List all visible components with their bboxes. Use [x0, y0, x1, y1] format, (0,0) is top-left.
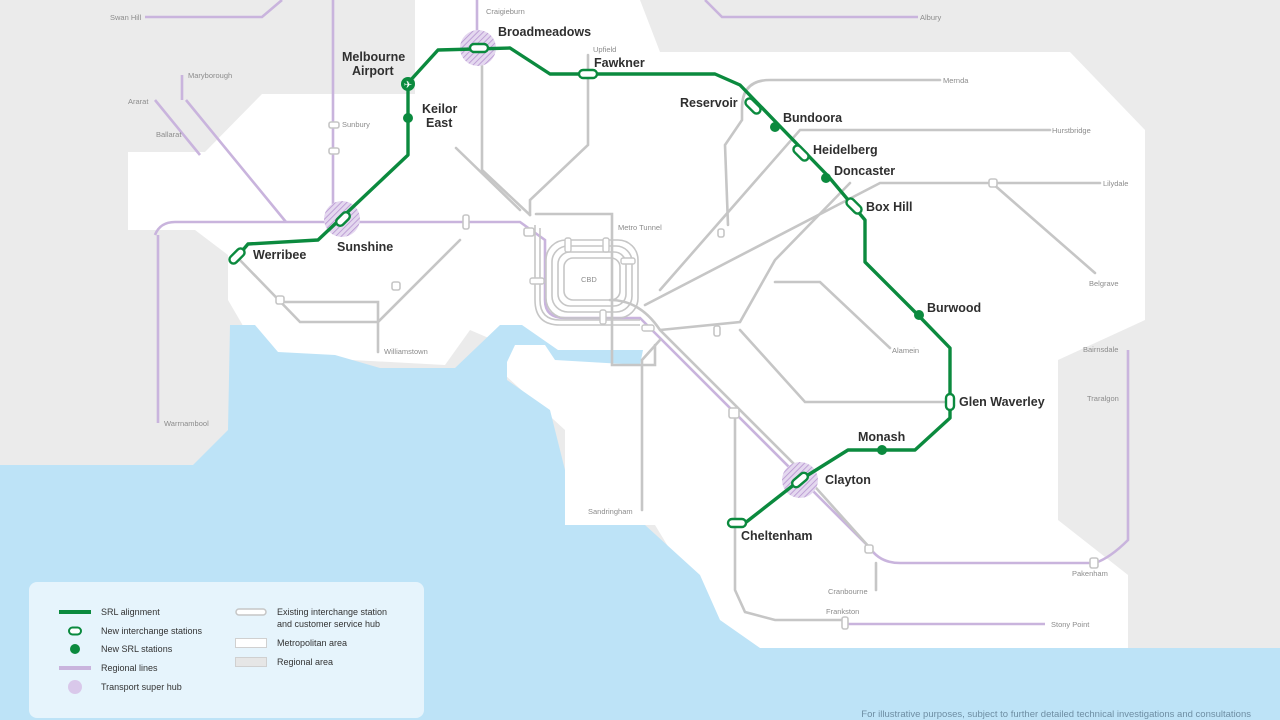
label-craigieburn: Craigieburn: [486, 7, 525, 16]
place-labels: Swan Hill Craigieburn Albury Upfield Mar…: [110, 7, 1128, 629]
interchange-glen-waverley: [944, 392, 956, 412]
label-clayton: Clayton: [825, 473, 871, 487]
regional-area-swatch: [235, 656, 267, 668]
map-legend: SRL alignment New interchange stations N…: [29, 582, 424, 718]
station-monash: [877, 445, 887, 455]
metro-lines: [235, 33, 1102, 622]
srl-station-labels: Broadmeadows Fawkner Melbourne Airport K…: [253, 25, 1045, 543]
label-warrnambool: Warrnambool: [164, 419, 209, 428]
interchange-broadmeadows: [468, 42, 490, 54]
label-metro-tunnel: Metro Tunnel: [618, 223, 662, 232]
label-keilor-east-line2: East: [426, 116, 453, 130]
legend-label: and customer service hub: [277, 619, 381, 629]
station-burwood: [914, 310, 924, 320]
melbourne-airport-station: ✈: [401, 77, 415, 91]
label-alamein: Alamein: [892, 346, 919, 355]
label-cheltenham: Cheltenham: [741, 529, 813, 543]
label-sunshine: Sunshine: [337, 240, 393, 254]
label-belgrave: Belgrave: [1089, 279, 1119, 288]
interchange-heidelberg: [792, 144, 810, 162]
existing-interchange-swatch: [235, 606, 267, 618]
legend-srl-alignment: SRL alignment: [59, 606, 160, 618]
station-bundoora: [770, 122, 780, 132]
interchange-cheltenham: [726, 517, 748, 529]
label-melbourne-airport-line2: Airport: [352, 64, 395, 78]
cbd-loop: [534, 225, 640, 326]
legend-regional-lines: Regional lines: [59, 662, 158, 674]
new-srl-stations: [403, 113, 924, 455]
label-heidelberg: Heidelberg: [813, 143, 878, 157]
label-hurstbridge: Hurstbridge: [1052, 126, 1091, 135]
legend-metropolitan-area: Metropolitan area: [235, 637, 347, 649]
disclaimer-text: For illustrative purposes, subject to fu…: [861, 709, 1251, 720]
label-glen-waverley: Glen Waverley: [959, 395, 1045, 409]
label-werribee: Werribee: [253, 248, 306, 262]
legend-label: New interchange stations: [101, 626, 203, 636]
regional-lines: [145, 0, 1130, 626]
legend-label: SRL alignment: [101, 607, 160, 617]
station-keilor-east: [403, 113, 413, 123]
label-albury: Albury: [920, 13, 942, 22]
legend-label: New SRL stations: [101, 644, 173, 654]
station-doncaster: [821, 173, 831, 183]
label-cranbourne: Cranbourne: [828, 587, 868, 596]
label-melbourne-airport-line1: Melbourne: [342, 50, 405, 64]
metropolitan-area-swatch: [235, 637, 267, 649]
label-keilor-east-line1: Keilor: [422, 102, 458, 116]
regional-line-swatch: [59, 662, 91, 674]
legend-regional-area: Regional area: [235, 656, 333, 668]
interchange-reservoir: [744, 97, 762, 115]
existing-interchange-stations: [275, 121, 1099, 630]
interchange-clayton: [790, 471, 810, 489]
legend-label: Metropolitan area: [277, 638, 348, 648]
label-williamstown: Williamstown: [384, 347, 428, 356]
label-broadmeadows: Broadmeadows: [498, 25, 591, 39]
label-bundoora: Bundoora: [783, 111, 843, 125]
loop-stations: [529, 237, 655, 332]
label-sunbury: Sunbury: [342, 120, 370, 129]
label-maryborough: Maryborough: [188, 71, 232, 80]
legend-super-hub: Transport super hub: [59, 680, 182, 694]
legend-existing-interchange: Existing interchange station and custome…: [235, 606, 387, 630]
legend-new-srl-stations: New SRL stations: [59, 643, 172, 655]
interchange-fawkner: [577, 68, 599, 80]
legend-label: Regional lines: [101, 663, 158, 673]
label-cbd: CBD: [581, 275, 597, 284]
interchange-sunshine: [334, 210, 352, 228]
metropolitan-area: [128, 0, 1145, 648]
label-ararat: Ararat: [128, 97, 149, 106]
airplane-icon: ✈: [404, 80, 412, 91]
label-doncaster: Doncaster: [834, 164, 895, 178]
label-monash: Monash: [858, 430, 905, 444]
label-bairnsdale: Bairnsdale: [1083, 345, 1118, 354]
legend-label: Regional area: [277, 657, 334, 667]
label-traralgon: Traralgon: [1087, 394, 1119, 403]
legend-label: Transport super hub: [101, 682, 182, 692]
label-lilydale: Lilydale: [1103, 179, 1128, 188]
label-ballarat: Ballarat: [156, 130, 182, 139]
label-reservoir: Reservoir: [680, 96, 738, 110]
new-interchange-stations: [228, 42, 956, 529]
label-upfield: Upfield: [593, 45, 616, 54]
legend-new-interchange: New interchange stations: [59, 625, 202, 637]
label-box-hill: Box Hill: [866, 200, 913, 214]
label-sandringham: Sandringham: [588, 507, 633, 516]
label-burwood: Burwood: [927, 301, 981, 315]
srl-alignment-swatch: [59, 606, 91, 618]
label-fawkner: Fawkner: [594, 56, 645, 70]
label-stony-point: Stony Point: [1051, 620, 1090, 629]
label-swan-hill: Swan Hill: [110, 13, 142, 22]
label-pakenham: Pakenham: [1072, 569, 1108, 578]
new-srl-station-swatch: [59, 643, 91, 655]
super-hub-swatch: [59, 680, 91, 694]
legend-label: Existing interchange station: [277, 607, 388, 617]
label-mernda: Mernda: [943, 76, 969, 85]
legend-existing-text: Existing interchange station and custome…: [277, 606, 387, 630]
interchange-box-hill: [845, 197, 863, 215]
interchange-werribee: [228, 247, 246, 265]
label-frankston: Frankston: [826, 607, 859, 616]
new-interchange-swatch: [59, 625, 91, 637]
